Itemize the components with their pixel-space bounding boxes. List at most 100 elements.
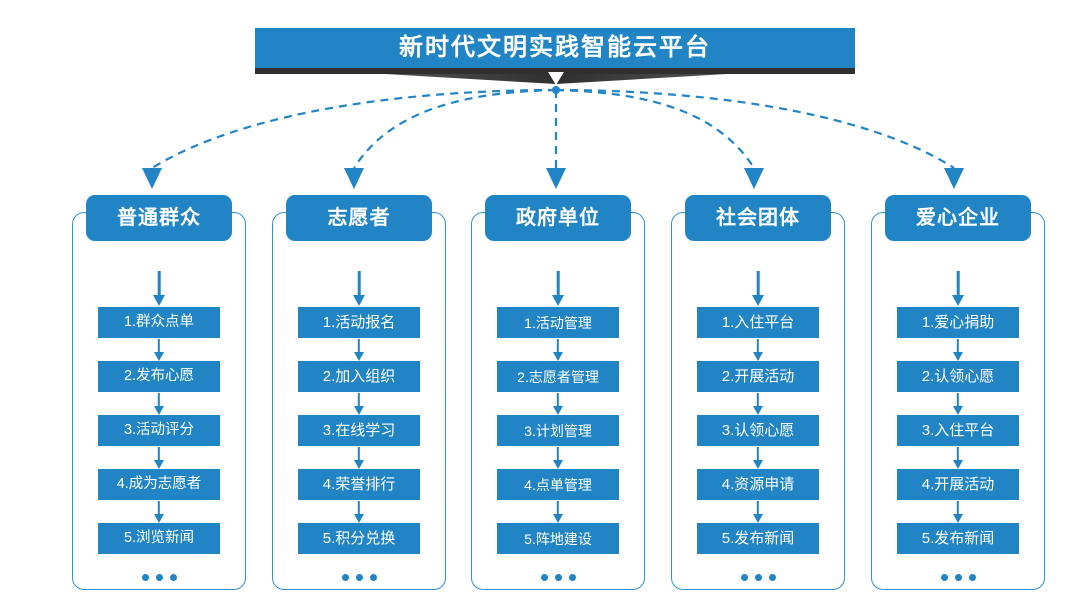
item-label: 4.资源申请	[721, 476, 795, 493]
item-label: 1.活动管理	[524, 314, 592, 331]
column-header-label: 社会团体	[716, 207, 800, 229]
list-item[interactable]: 4.成为志愿者	[98, 469, 220, 500]
column-header-2[interactable]: 志愿者	[286, 195, 432, 241]
list-item[interactable]: 5.积分兑换	[298, 523, 420, 554]
arrowhead-column-5	[944, 168, 964, 189]
item-label: 3.入住平台	[921, 422, 995, 439]
arrow-down-icon	[552, 271, 564, 307]
arrow-down-icon	[552, 338, 564, 361]
column-body-4: 1.入住平台 2.开展活动 3.认领心愿 4.资源申请 5.发布新闻	[672, 271, 844, 581]
connector-to-column-4	[555, 88, 755, 169]
list-item[interactable]: 2.开展活动	[697, 361, 819, 392]
list-item[interactable]: 1.活动报名	[298, 307, 420, 338]
column-body-1: 1.群众点单 2.发布心愿 3.活动评分 4.成为志愿者 5.浏览新闻	[73, 271, 245, 581]
list-item[interactable]: 1.群众点单	[98, 307, 220, 338]
list-item[interactable]: 3.认领心愿	[697, 415, 819, 446]
item-label: 2.志愿者管理	[517, 368, 599, 385]
role-column-zhiyuanzhe: 志愿者 1.活动报名 2.加入组织 3.在线学习 4.荣誉排行 5.积分兑换	[272, 195, 446, 590]
item-label: 4.荣誉排行	[322, 476, 396, 493]
list-item[interactable]: 2.加入组织	[298, 361, 420, 392]
list-item[interactable]: 5.浏览新闻	[98, 523, 220, 554]
arrowhead-column-1	[142, 168, 162, 189]
list-item[interactable]: 2.认领心愿	[897, 361, 1019, 392]
arrow-down-icon	[353, 338, 365, 361]
arrow-down-icon	[552, 500, 564, 523]
connector-to-column-1	[151, 88, 557, 169]
arrow-down-icon	[952, 500, 964, 523]
item-label: 1.入住平台	[721, 314, 795, 331]
more-items-ellipsis	[940, 574, 976, 581]
list-item[interactable]: 5.阵地建设	[497, 523, 619, 554]
column-header-label: 志愿者	[327, 207, 391, 229]
list-item[interactable]: 1.活动管理	[497, 307, 619, 338]
connector-to-column-5	[555, 88, 955, 169]
fan-origin-node	[552, 86, 560, 94]
list-item[interactable]: 3.在线学习	[298, 415, 420, 446]
arrow-down-icon	[153, 392, 165, 415]
list-item[interactable]: 4.荣誉排行	[298, 469, 420, 500]
arrow-down-icon	[752, 271, 764, 307]
arrow-down-icon	[952, 446, 964, 469]
list-item[interactable]: 5.发布新闻	[697, 523, 819, 554]
arrowhead-column-3	[546, 168, 566, 189]
platform-title-bar: 新时代文明实践智能云平台	[255, 28, 855, 68]
column-header-4[interactable]: 社会团体	[685, 195, 831, 241]
column-header-label: 爱心企业	[916, 207, 1000, 229]
list-item[interactable]: 3.入住平台	[897, 415, 1019, 446]
connector-to-column-2	[353, 88, 557, 169]
column-header-1[interactable]: 普通群众	[86, 195, 232, 241]
arrow-down-icon	[952, 271, 964, 307]
more-items-ellipsis	[141, 574, 177, 581]
list-item[interactable]: 5.发布新闻	[897, 523, 1019, 554]
column-header-3[interactable]: 政府单位	[485, 195, 631, 241]
item-label: 5.阵地建设	[524, 530, 592, 547]
item-label: 5.发布新闻	[921, 530, 995, 547]
arrow-down-icon	[752, 392, 764, 415]
item-label: 3.活动评分	[123, 422, 195, 439]
item-label: 3.在线学习	[322, 422, 396, 439]
column-body-5: 1.爱心捐助 2.认领心愿 3.入住平台 4.开展活动 5.发布新闻	[872, 271, 1044, 581]
item-label: 3.计划管理	[524, 422, 592, 439]
chevron-down-icon	[548, 72, 564, 85]
item-label: 2.认领心愿	[921, 368, 995, 385]
list-item[interactable]: 1.爱心捐助	[897, 307, 1019, 338]
list-item[interactable]: 4.开展活动	[897, 469, 1019, 500]
column-body-3: 1.活动管理 2.志愿者管理 3.计划管理 4.点单管理 5.阵地建设	[472, 271, 644, 581]
item-label: 1.群众点单	[123, 314, 195, 331]
arrow-down-icon	[153, 500, 165, 523]
list-item[interactable]: 3.计划管理	[497, 415, 619, 446]
more-items-ellipsis	[540, 574, 576, 581]
item-label: 2.发布心愿	[123, 368, 195, 385]
arrow-down-icon	[952, 392, 964, 415]
arrow-down-icon	[153, 446, 165, 469]
item-label: 3.认领心愿	[721, 422, 795, 439]
item-label: 1.爱心捐助	[921, 314, 995, 331]
arrow-down-icon	[153, 338, 165, 361]
item-label: 5.浏览新闻	[123, 530, 195, 547]
arrow-down-icon	[952, 338, 964, 361]
list-item[interactable]: 2.志愿者管理	[497, 361, 619, 392]
item-label: 4.开展活动	[921, 476, 995, 493]
arrow-down-icon	[552, 392, 564, 415]
item-label: 5.积分兑换	[322, 530, 396, 547]
list-item[interactable]: 3.活动评分	[98, 415, 220, 446]
item-label: 2.加入组织	[322, 368, 396, 385]
arrow-down-icon	[353, 446, 365, 469]
title-ribbon	[248, 66, 864, 85]
column-header-5[interactable]: 爱心企业	[885, 195, 1031, 241]
arrow-down-icon	[752, 338, 764, 361]
role-column-shehuituanti: 社会团体 1.入住平台 2.开展活动 3.认领心愿 4.资源申请 5.发布新闻	[671, 195, 845, 590]
arrow-down-icon	[752, 500, 764, 523]
item-label: 4.成为志愿者	[116, 476, 202, 493]
list-item[interactable]: 4.点单管理	[497, 469, 619, 500]
more-items-ellipsis	[341, 574, 377, 581]
arrow-down-icon	[353, 271, 365, 307]
arrowhead-column-2	[344, 168, 364, 189]
list-item[interactable]: 4.资源申请	[697, 469, 819, 500]
item-label: 5.发布新闻	[721, 530, 795, 547]
column-body-2: 1.活动报名 2.加入组织 3.在线学习 4.荣誉排行 5.积分兑换	[273, 271, 445, 581]
list-item[interactable]: 1.入住平台	[697, 307, 819, 338]
list-item[interactable]: 2.发布心愿	[98, 361, 220, 392]
